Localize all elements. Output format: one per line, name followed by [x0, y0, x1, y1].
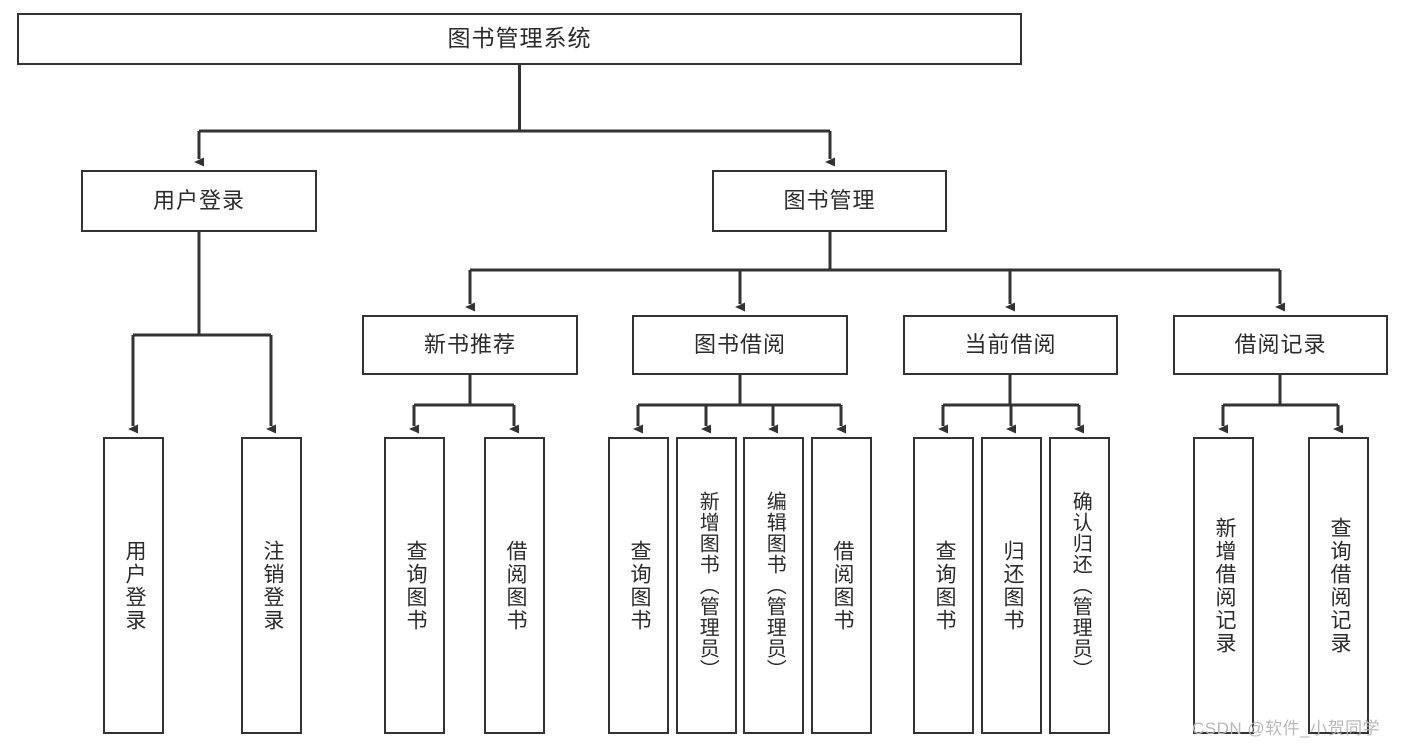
leaf-user-login[interactable]: 用户登录 [103, 437, 164, 734]
leaf-confirm-return[interactable]: 确认归还（管理员） [1049, 437, 1110, 734]
leaf-return-book[interactable]: 归还图书 [981, 437, 1042, 734]
node-user-login[interactable]: 用户登录 [81, 170, 317, 232]
leaf-borrow-book-1[interactable]: 借阅图书 [484, 437, 545, 734]
leaf-query-book-3[interactable]: 查询图书 [913, 437, 974, 734]
leaf-logout[interactable]: 注销登录 [241, 437, 302, 734]
leaf-query-book-1[interactable]: 查询图书 [384, 437, 445, 734]
leaf-add-book[interactable]: 新增图书（管理员） [676, 437, 737, 734]
node-book-borrow[interactable]: 图书借阅 [632, 315, 848, 375]
leaf-query-record[interactable]: 查询借阅记录 [1308, 437, 1369, 734]
node-current-borrow[interactable]: 当前借阅 [903, 315, 1118, 375]
node-root[interactable]: 图书管理系统 [17, 13, 1022, 65]
csdn-watermark: CSDN @软件_小贺同学 [1192, 719, 1381, 738]
node-book-manage[interactable]: 图书管理 [712, 170, 947, 232]
leaf-add-record[interactable]: 新增借阅记录 [1193, 437, 1254, 734]
leaf-query-book-2[interactable]: 查询图书 [608, 437, 669, 734]
node-new-book-rec[interactable]: 新书推荐 [362, 315, 578, 375]
node-borrow-record[interactable]: 借阅记录 [1173, 315, 1388, 375]
leaf-borrow-book-2[interactable]: 借阅图书 [811, 437, 872, 734]
leaf-edit-book[interactable]: 编辑图书（管理员） [743, 437, 804, 734]
